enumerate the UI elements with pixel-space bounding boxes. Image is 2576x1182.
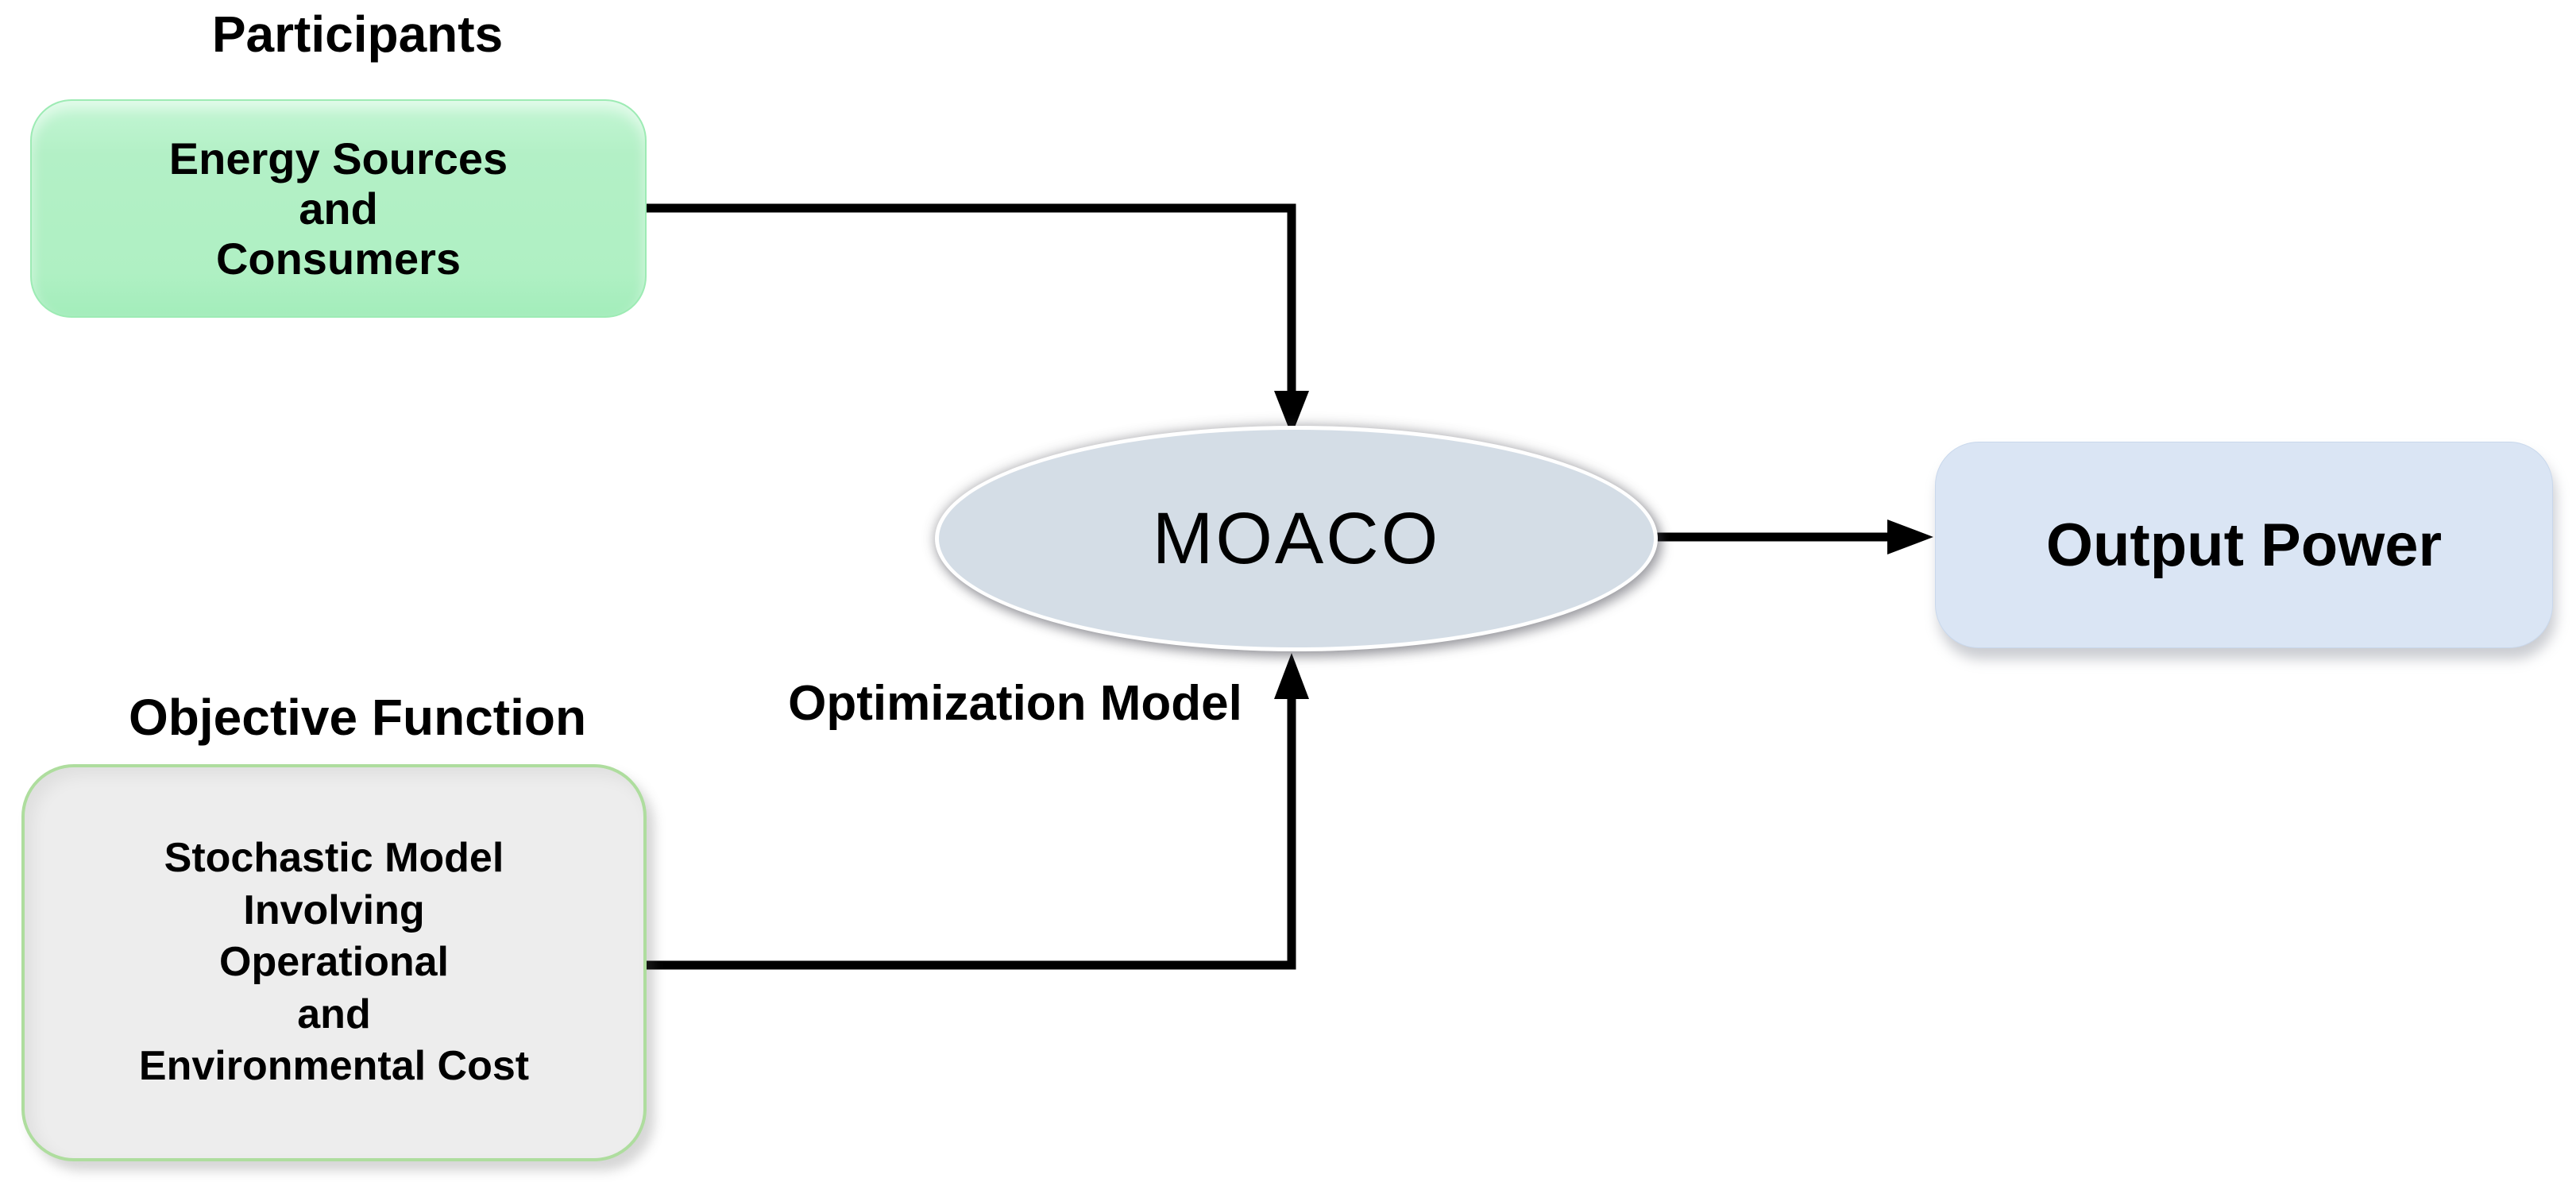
stochastic-line-1: Stochastic Model [164, 835, 504, 882]
optimization-model-caption: Optimization Model [788, 676, 1242, 731]
stochastic-line-2: Involving [243, 886, 425, 933]
stochastic-line-5: Environmental Cost [138, 1043, 530, 1090]
connector-stochastic-to-moaco [643, 693, 1296, 970]
arrowhead-right [1887, 520, 1933, 554]
energy-sources-line-3: Consumers [215, 234, 462, 284]
connector-energy-to-moaco [645, 203, 1296, 397]
energy-sources-line-1: Energy Sources [168, 133, 508, 183]
output-power-label: Output Power [2045, 511, 2443, 579]
stochastic-line-3: Operational [219, 939, 449, 986]
moaco-label: MOACO [1152, 497, 1441, 579]
stochastic-model-node: Stochastic Model Involving Operational a… [21, 764, 647, 1161]
stochastic-line-4: and [297, 991, 371, 1037]
energy-sources-node: Energy Sources and Consumers [30, 99, 647, 318]
objective-function-heading: Objective Function [128, 689, 587, 746]
output-power-node: Output Power [1935, 442, 2553, 648]
moaco-node: MOACO [935, 426, 1658, 651]
participants-heading: Participants [211, 6, 504, 63]
energy-sources-line-2: and [299, 183, 378, 234]
